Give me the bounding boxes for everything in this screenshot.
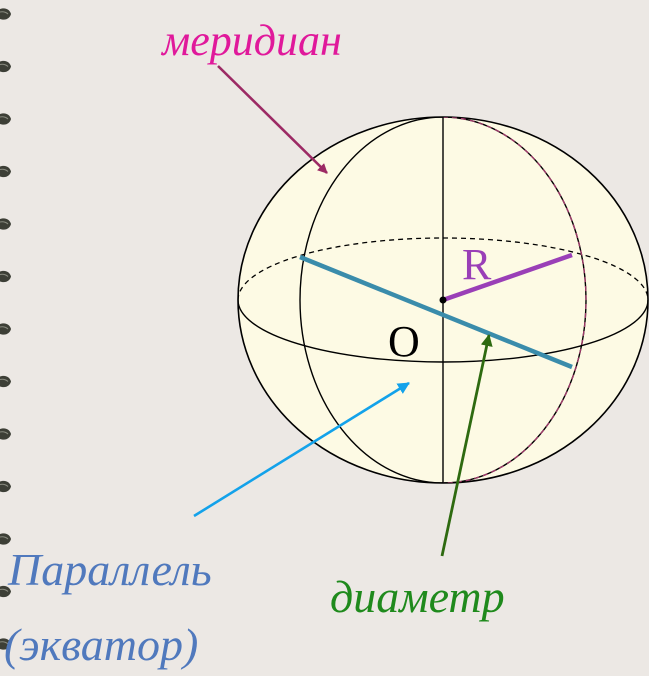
binder-ring (0, 323, 11, 335)
equator-back-dashed (238, 237, 648, 301)
binder-ring (0, 8, 11, 20)
binder-ring (0, 480, 11, 493)
binder-ring (0, 165, 11, 178)
binder-ring (0, 270, 11, 283)
diameter-label: диаметр (330, 571, 505, 622)
binder-ring (0, 533, 11, 545)
parallel-label-line2: (экватор) (4, 619, 198, 670)
binder-rings (0, 8, 11, 650)
binder-ring (0, 428, 11, 440)
diameter-arrow (440, 334, 493, 557)
binder-ring (0, 638, 11, 650)
center-point (439, 296, 447, 304)
parallel-arrow (193, 381, 410, 518)
binder-ring (0, 585, 11, 598)
radius-label: R (462, 240, 492, 289)
center-label: O (388, 317, 420, 366)
binder-ring (0, 375, 11, 388)
radius-line (442, 252, 573, 303)
meridian-arrow (217, 65, 328, 174)
parallel-label-line1: Параллель (7, 544, 212, 595)
binder-ring (0, 113, 11, 125)
binder-ring (0, 218, 11, 230)
meridian-back-dashed (442, 117, 587, 483)
diameter-line (299, 254, 573, 370)
binder-ring (0, 60, 11, 73)
meridian-label: меридиан (160, 16, 342, 65)
